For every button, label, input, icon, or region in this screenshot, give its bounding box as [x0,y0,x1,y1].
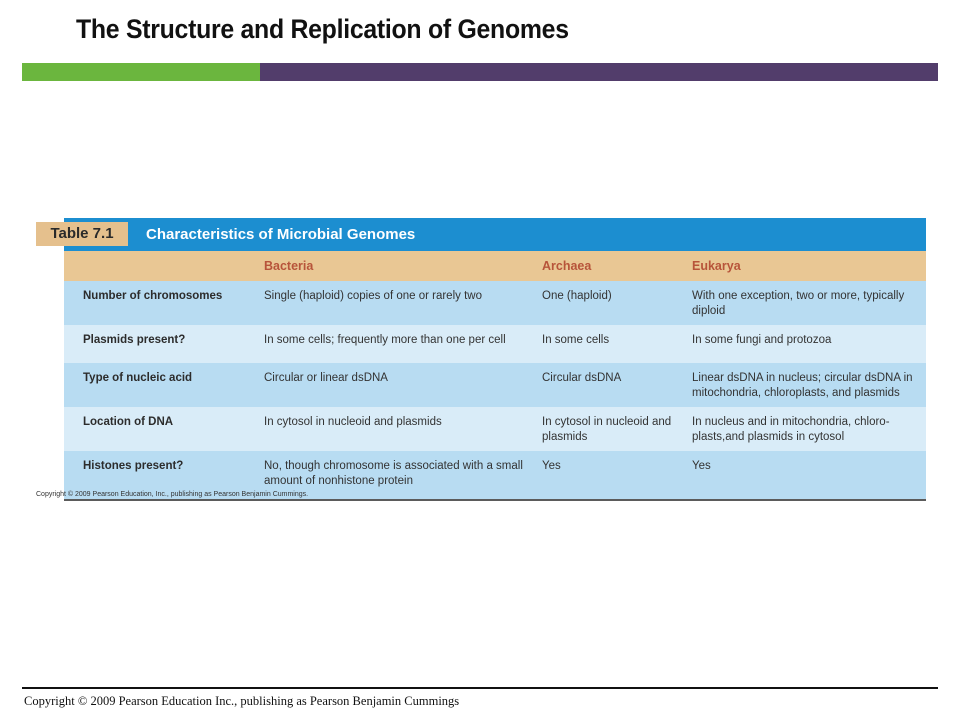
table-number-label: Table 7.1 [36,222,128,246]
footer-copyright: Copyright © 2009 Pearson Education Inc.,… [24,694,460,708]
column-header-archaea: Archaea [542,251,692,281]
column-header-bacteria: Bacteria [264,251,542,281]
table-cell: In some cells [542,325,692,363]
slide-title: The Structure and Replication of Genomes [76,14,569,44]
table-cell: In some cells; frequently more than one … [264,325,542,363]
row-label: Plasmids present? [64,325,264,363]
table-cell: Yes [542,451,692,501]
table-cell: One (haploid) [542,281,692,325]
title-bar-purple [260,63,938,81]
row-label: Type of nucleic acid [64,363,264,407]
table-row: Type of nucleic acid Circular or linear … [64,363,926,407]
table-row: Plasmids present? In some cells; frequen… [64,325,926,363]
table-cell: In cytosol in nucleoid and plasmids [542,407,692,451]
column-header-empty [64,251,264,281]
genome-table: Table 7.1 Characteristics of Microbial G… [36,218,926,501]
table-cell: Linear dsDNA in nucleus; circular dsDNA … [692,363,926,407]
table-cell: In cytosol in nucleoid and plasmids [264,407,542,451]
column-header-eukarya: Eukarya [692,251,926,281]
footer-divider [22,687,938,689]
row-label: Number of chromosomes [64,281,264,325]
table-row: Location of DNA In cytosol in nucleoid a… [64,407,926,451]
table-cell: In nucleus and in mitochondria, chloro-p… [692,407,926,451]
table-row: Number of chromosomes Single (haploid) c… [64,281,926,325]
figure-copyright: Copyright © 2009 Pearson Education, Inc.… [36,491,309,498]
column-header-row: Bacteria Archaea Eukarya [64,251,926,281]
table-caption: Characteristics of Microbial Genomes [146,226,416,243]
table-grid: Bacteria Archaea Eukarya Number of chrom… [64,251,926,501]
table-row: Histones present? No, though chromosome … [64,451,926,501]
table-cell: With one exception, two or more, typical… [692,281,926,325]
table-cell: Circular dsDNA [542,363,692,407]
table-header: Table 7.1 Characteristics of Microbial G… [36,218,926,251]
row-label: Histones present? [64,451,264,501]
table-cell: Circular or linear dsDNA [264,363,542,407]
row-label: Location of DNA [64,407,264,451]
table-cell: Yes [692,451,926,501]
table-cell: No, though chromosome is associated with… [264,451,542,501]
table-cell: In some fungi and protozoa [692,325,926,363]
title-bar-green [22,63,260,81]
table-cell: Single (haploid) copies of one or rarely… [264,281,542,325]
